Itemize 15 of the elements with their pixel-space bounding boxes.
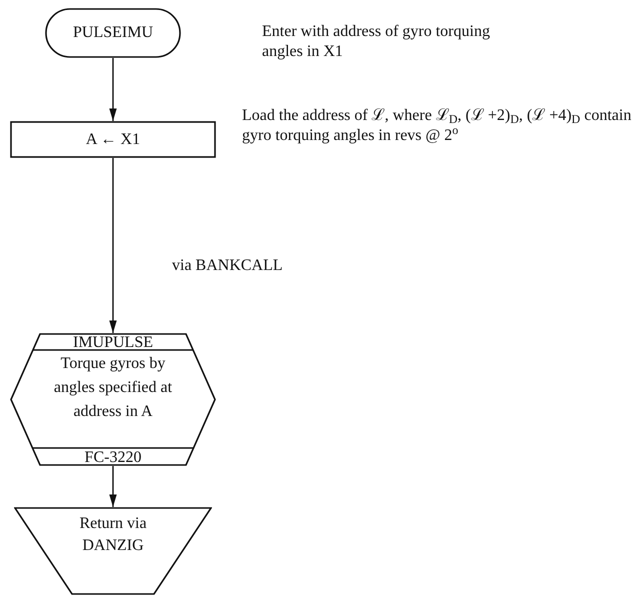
terminal-node bbox=[45, 8, 181, 58]
node-text: Torque gyros by angles specified at address in A bbox=[52, 354, 174, 422]
node-text: A ← X1 bbox=[86, 130, 140, 150]
arrow bbox=[109, 466, 117, 507]
arrow bbox=[109, 158, 117, 333]
routine-name: IMUPULSE bbox=[72, 334, 154, 351]
process-box bbox=[10, 121, 216, 158]
reference-number: FC-3220 bbox=[84, 449, 142, 466]
annotation-text: Load the address of ℒ, where ℒ$_{D}$, (ℒ +2)$_{D}$, (ℒ +4)$_{D}$ contain gyro torquing angles in revs @ 2$^{o}$ bbox=[242, 106, 632, 146]
annotation-text: Enter with address of gyro torquing angles in X1 bbox=[262, 22, 491, 62]
return-trapezoid bbox=[14, 507, 212, 595]
subroutine-hexagon bbox=[10, 333, 216, 466]
arrow bbox=[109, 58, 117, 121]
node-text: Return via DANZIG bbox=[78, 514, 148, 556]
node-text: PULSEIMU bbox=[72, 23, 153, 43]
